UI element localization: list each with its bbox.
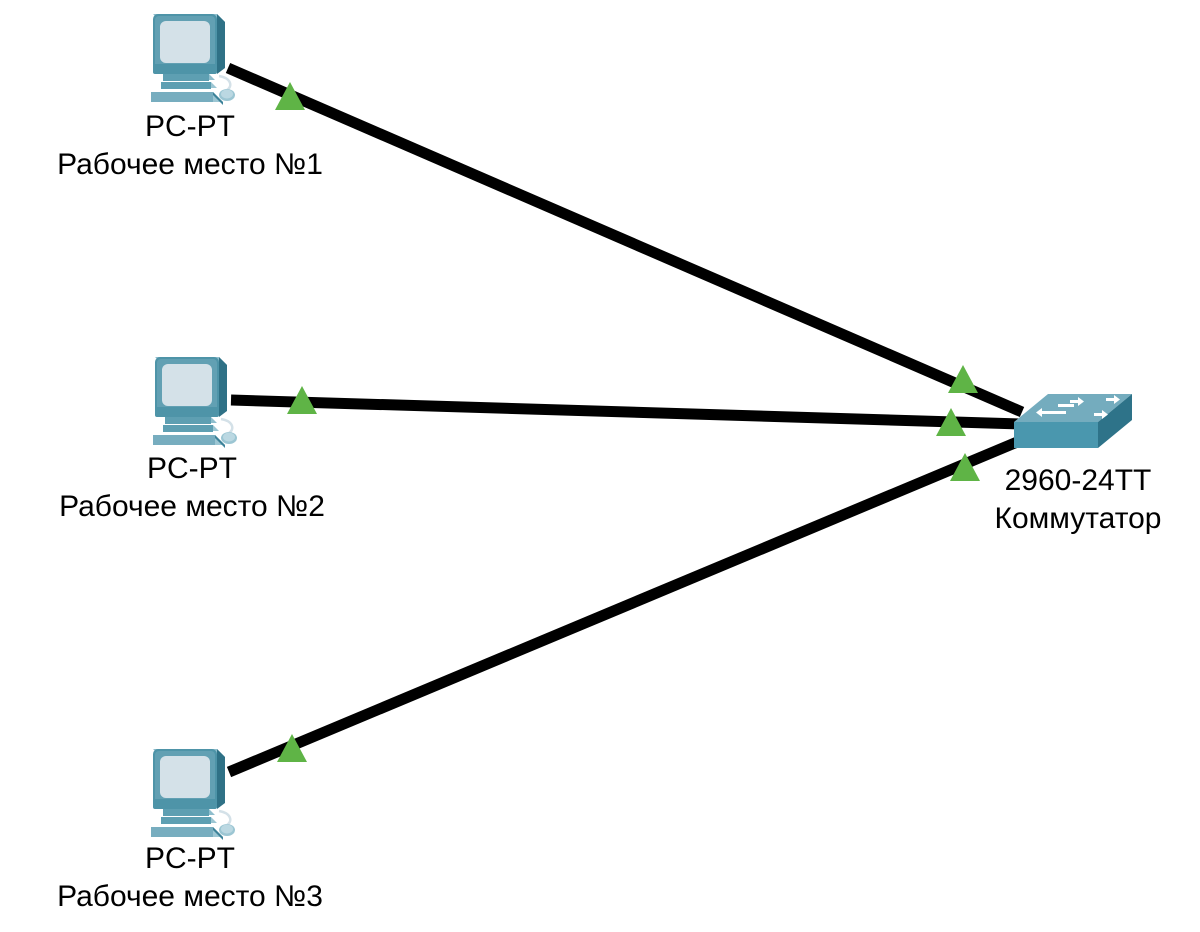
device-label-pc2: PC-PT Рабочее место №2 — [59, 450, 325, 526]
device-model-switch1: 2960-24TT — [1004, 464, 1152, 497]
device-name-pc3: Рабочее место №3 — [57, 880, 323, 913]
links-group — [225, 62, 1025, 778]
device-label-pc3: PC-PT Рабочее место №3 — [57, 840, 323, 916]
device-name-switch1: Коммутатор — [994, 502, 1162, 535]
device-model-pc3: PC-PT — [145, 842, 235, 875]
device-model-pc2: PC-PT — [147, 452, 237, 485]
device-label-pc1: PC-PT Рабочее место №1 — [57, 108, 323, 184]
link-pc2-switch[interactable] — [230, 394, 1023, 430]
pc-desktop-icon-pc1[interactable] — [149, 12, 237, 107]
device-name-pc1: Рабочее место №1 — [57, 148, 323, 181]
device-name-pc2: Рабочее место №2 — [59, 490, 325, 523]
device-model-pc1: PC-PT — [145, 110, 235, 143]
pc-desktop-icon-pc2[interactable] — [151, 355, 239, 450]
link-pc3-switch[interactable] — [226, 434, 1025, 778]
link-pc1-switch[interactable] — [225, 62, 1025, 418]
pc-desktop-icon-pc3[interactable] — [149, 747, 237, 842]
switch-icon-switch1[interactable] — [1014, 394, 1132, 448]
device-label-switch1: 2960-24TT Коммутатор — [995, 462, 1162, 538]
